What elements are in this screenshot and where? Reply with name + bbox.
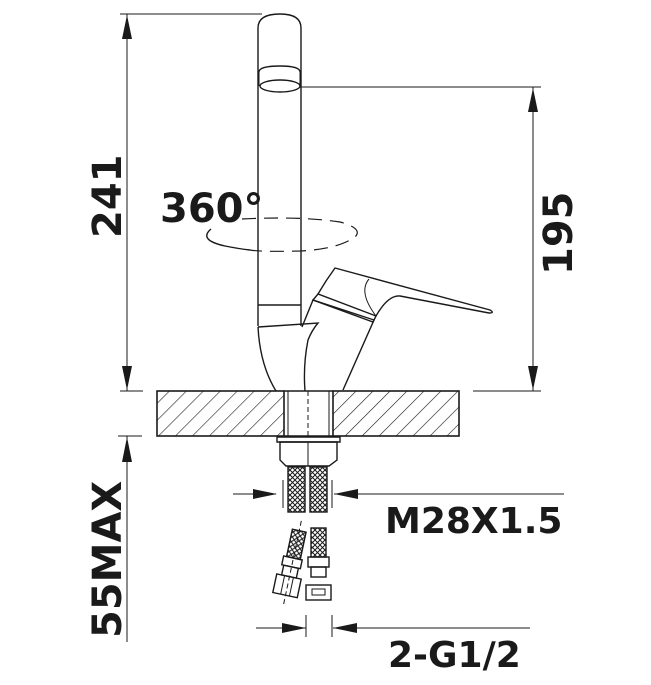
countertop-left (156, 390, 285, 437)
cartridge-housing (301, 299, 375, 391)
dimension-shank-thread: M28X1.5 (233, 480, 564, 542)
braided-hose-left (287, 466, 306, 513)
spout-height-label: 195 (536, 192, 582, 276)
hose-end-right (305, 527, 332, 601)
spout-tube (257, 13, 302, 326)
max-deck-label: 55MAX (85, 481, 131, 638)
fixing-nut (279, 441, 338, 467)
dimension-spout-height: 195 (300, 86, 582, 392)
shank-thread-label: M28X1.5 (385, 501, 562, 542)
dimension-max-deck: 55MAX (85, 435, 142, 642)
lever-handle (317, 267, 493, 317)
arrow-up-icon (528, 88, 538, 112)
handle-detail-curve (364, 278, 377, 317)
countertop-section (156, 390, 460, 437)
arrow-right-icon (282, 623, 306, 633)
mounting-hardware (271, 436, 341, 606)
aerator-ring-top (258, 65, 301, 73)
rotation-label: 360° (160, 186, 264, 232)
countertop-right (332, 390, 460, 437)
hose-end-left (271, 520, 307, 606)
inlet-connections-label: 2-G1/2 (388, 635, 521, 676)
arrow-up-icon (122, 437, 132, 462)
body-right-curve (257, 322, 320, 392)
washer (276, 436, 341, 443)
braided-hose-right (309, 466, 328, 513)
overall-height-label: 241 (85, 155, 131, 239)
rotation-indicator-back (206, 228, 251, 251)
dimension-inlet-connections: 2-G1/2 (256, 615, 530, 676)
body-left-curve (257, 326, 277, 392)
aerator-outlet (259, 79, 301, 93)
dimension-overall-height: 241 (85, 13, 262, 392)
arrow-down-icon (122, 366, 132, 390)
arrow-right-icon (253, 489, 277, 499)
faucet-body: 360° (160, 13, 493, 392)
arrow-down-icon (528, 366, 538, 390)
arrow-up-icon (122, 15, 132, 39)
rotation-indicator-front (241, 217, 358, 252)
